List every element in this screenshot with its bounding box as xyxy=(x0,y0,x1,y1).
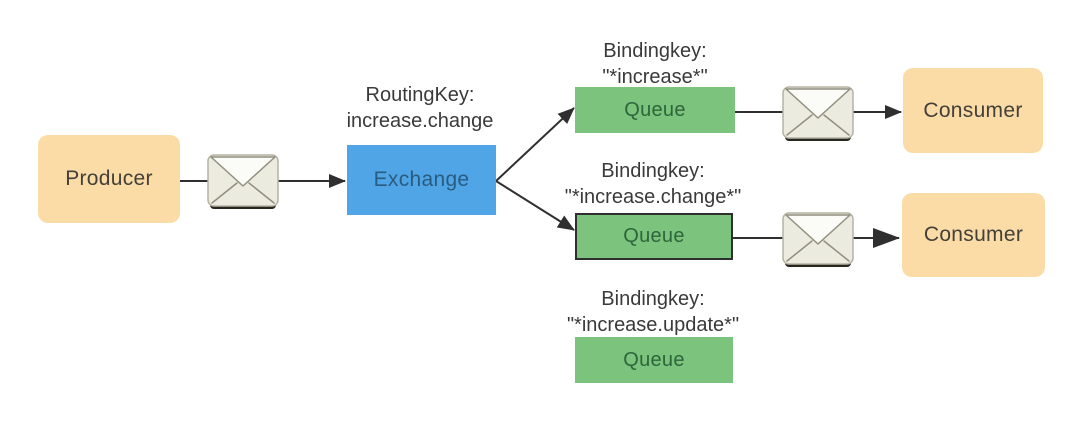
consumer2-label: Consumer xyxy=(923,223,1024,246)
routing-key-title: RoutingKey: xyxy=(365,84,475,106)
routing-key-value: increase.change xyxy=(346,110,494,132)
binding-key-2-value: "*increase.change*" xyxy=(564,186,742,208)
envelope-icon xyxy=(782,86,854,141)
producer-label: Producer xyxy=(65,167,153,190)
queue1-label: Queue xyxy=(624,98,686,121)
binding-key-2-title: Bindingkey: xyxy=(601,160,705,182)
consumer1-node: Consumer xyxy=(903,68,1043,153)
binding-key-1-title: Bindingkey: xyxy=(603,40,707,62)
queue2-label: Queue xyxy=(623,225,685,247)
binding-key-2-label: Bindingkey: "*increase.change*" xyxy=(533,158,773,210)
producer-node: Producer xyxy=(38,135,180,223)
routing-key-label: RoutingKey: increase.change xyxy=(300,82,540,134)
arrow-exchange-to-queue2 xyxy=(495,180,575,231)
consumer1-label: Consumer xyxy=(923,98,1023,122)
exchange-label: Exchange xyxy=(373,168,470,191)
queue3-node: Queue xyxy=(575,337,733,383)
envelope-icon xyxy=(782,212,854,267)
binding-key-1-label: Bindingkey: "*increase*" xyxy=(535,38,775,90)
arrow-exchange-to-queue1 xyxy=(495,107,575,182)
exchange-node: Exchange xyxy=(347,145,496,215)
queue3-label: Queue xyxy=(623,348,685,371)
binding-key-3-label: Bindingkey: "*increase.update*" xyxy=(533,286,773,338)
binding-key-1-value: "*increase*" xyxy=(602,66,708,88)
binding-key-3-value: "*increase.update*" xyxy=(566,314,740,336)
queue2-node: Queue xyxy=(575,213,733,260)
queue1-node: Queue xyxy=(575,87,735,133)
binding-key-3-title: Bindingkey: xyxy=(601,288,705,310)
envelope-icon xyxy=(207,154,279,209)
consumer2-node: Consumer xyxy=(902,193,1045,277)
